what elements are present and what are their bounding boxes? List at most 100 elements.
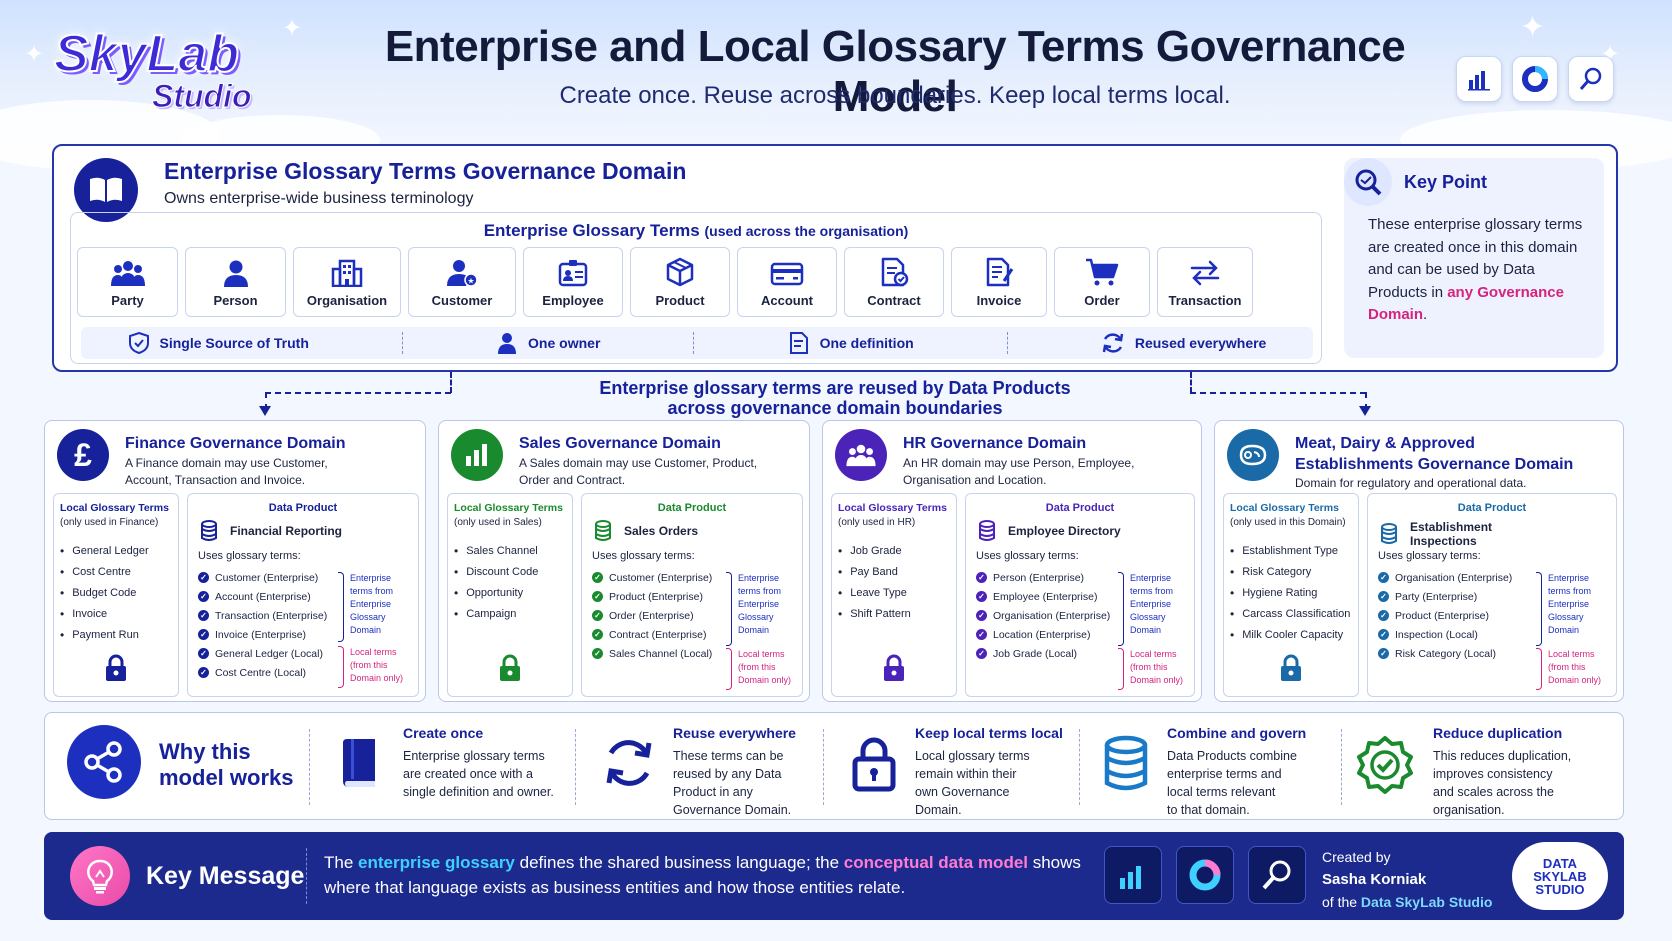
local-terms-list: General Ledger Cost Centre Budget Code I… [60, 540, 149, 645]
lock-icon [852, 737, 896, 792]
sparkle-icon: ✦ [1520, 11, 1546, 44]
why-line: single definition and owner. [403, 785, 554, 799]
terms-title-note: (used across the organisation) [704, 223, 909, 239]
principle-one-owner: One owner [496, 332, 600, 354]
enterprise-brace [338, 572, 344, 642]
studio-link[interactable]: Data SkyLab Studio [1360, 894, 1493, 910]
check-icon: ✓ [198, 591, 209, 602]
dp-term: Party (Enterprise) [1395, 590, 1478, 603]
bar-chart-icon[interactable] [1456, 56, 1502, 102]
term-organisation[interactable]: Organisation [293, 247, 401, 317]
dp-term: Location (Enterprise) [993, 628, 1091, 641]
principle-one-definition: One definition [788, 331, 914, 355]
note-line: Local terms [1548, 649, 1595, 659]
list-item: ✓Location (Enterprise) [976, 625, 1110, 644]
principle-label: One owner [528, 335, 601, 351]
note-line: Enterprise [738, 599, 780, 609]
key-point-highlight: any Governance Domain [1368, 283, 1564, 324]
list-item: Cost Centre [60, 561, 149, 582]
terms-title-text: Enterprise Glossary Terms [483, 221, 700, 240]
note-line: Domain only) [1130, 675, 1184, 685]
term-order[interactable]: Order [1054, 247, 1150, 317]
dp-term: Inspection (Local) [1395, 628, 1478, 641]
box-icon [666, 257, 694, 287]
km-highlight: conceptual data model [843, 853, 1028, 872]
why-line: Governance Domain. [673, 803, 792, 817]
list-item: Hygiene Rating [1230, 582, 1350, 603]
list-item: ✓Sales Channel (Local) [592, 644, 712, 663]
local-glossary-box: Local Glossary Terms (only used in this … [1223, 493, 1359, 697]
magnifier-icon[interactable] [1248, 846, 1306, 904]
connector-line [1190, 372, 1192, 393]
list-item: ✓Organisation (Enterprise) [976, 606, 1110, 625]
header-toolbar [1456, 56, 1614, 102]
dp-title-line: Inspections [1410, 534, 1477, 548]
term-account[interactable]: Account [737, 247, 837, 317]
note-line: (from this [1548, 662, 1586, 672]
list-item: Establishment Type [1230, 540, 1350, 561]
database-icon [979, 520, 995, 541]
term-party[interactable]: Party [77, 247, 178, 317]
list-item: ✓Inspection (Local) [1378, 625, 1512, 644]
term-product[interactable]: Product [630, 247, 730, 317]
list-item: ✓Product (Enterprise) [592, 587, 712, 606]
page-title: Enterprise and Local Glossary Terms Gove… [384, 22, 1406, 121]
dp-term: Transaction (Enterprise) [215, 609, 328, 622]
enterprise-domain-title: Enterprise Glossary Terms Governance Dom… [164, 158, 687, 184]
why-item-text: This reduces duplication,improves consis… [1433, 747, 1571, 819]
list-item: ✓Transaction (Enterprise) [198, 606, 327, 625]
bar-chart-icon[interactable] [1104, 846, 1162, 904]
donut-chart-icon[interactable] [1512, 56, 1558, 102]
dp-term: Invoice (Enterprise) [215, 628, 307, 641]
check-icon: ✓ [1378, 591, 1389, 602]
principle-reused-everywhere: Reused everywhere [1101, 331, 1266, 355]
check-icon: ✓ [976, 610, 987, 621]
term-label: Contract [867, 293, 921, 308]
dp-term: General Ledger (Local) [215, 647, 323, 660]
lock-icon [106, 654, 126, 681]
domain-desc-line: Order and Contract. [519, 473, 626, 487]
why-line: This reduces duplication, [1433, 749, 1572, 763]
lock-icon [500, 654, 520, 681]
divider [693, 332, 695, 354]
why-line: reused by any Data [673, 767, 782, 781]
term-customer[interactable]: ★ Customer [408, 247, 516, 317]
list-item: ✓General Ledger (Local) [198, 644, 327, 663]
dp-terms-list: ✓Person (Enterprise) ✓Employee (Enterpri… [976, 568, 1110, 663]
magnifier-icon[interactable] [1568, 56, 1614, 102]
term-employee[interactable]: Employee [523, 247, 623, 317]
divider [401, 332, 403, 354]
data-product-name: Employee Directory [978, 520, 1121, 542]
domain-desc-line: Account, Transaction and Invoice. [125, 473, 306, 487]
list-item: Milk Cooler Capacity [1230, 624, 1350, 645]
divider [575, 729, 576, 805]
lock-icon [1281, 654, 1301, 681]
term-person[interactable]: Person [185, 247, 286, 317]
term-transaction[interactable]: Transaction [1157, 247, 1253, 317]
domain-title: Finance Governance Domain [125, 435, 346, 452]
donut-chart-icon[interactable] [1176, 846, 1234, 904]
lightbulb-icon [70, 846, 130, 906]
list-item: ✓Contract (Enterprise) [592, 625, 712, 644]
dp-terms-list: ✓Customer (Enterprise) ✓Product (Enterpr… [592, 568, 712, 663]
list-item: Carcass Classification [1230, 603, 1350, 624]
note-line: Enterprise [350, 599, 392, 609]
term-label: Invoice [976, 293, 1022, 308]
enterprise-brace [1536, 572, 1542, 646]
term-contract[interactable]: Contract [844, 247, 944, 317]
local-glossary-scope: (only used in Finance) [60, 517, 159, 528]
people-icon [835, 429, 887, 481]
term-invoice[interactable]: Invoice [951, 247, 1047, 317]
uses-label: Uses glossary terms: [1378, 550, 1481, 562]
uses-label: Uses glossary terms: [976, 550, 1079, 562]
author-name: Sasha Korniak [1322, 871, 1427, 888]
local-brace [726, 648, 732, 690]
check-icon: ✓ [976, 648, 987, 659]
reuse-banner-line: across governance domain boundaries [667, 398, 1003, 418]
list-item: ✓Person (Enterprise) [976, 568, 1110, 587]
